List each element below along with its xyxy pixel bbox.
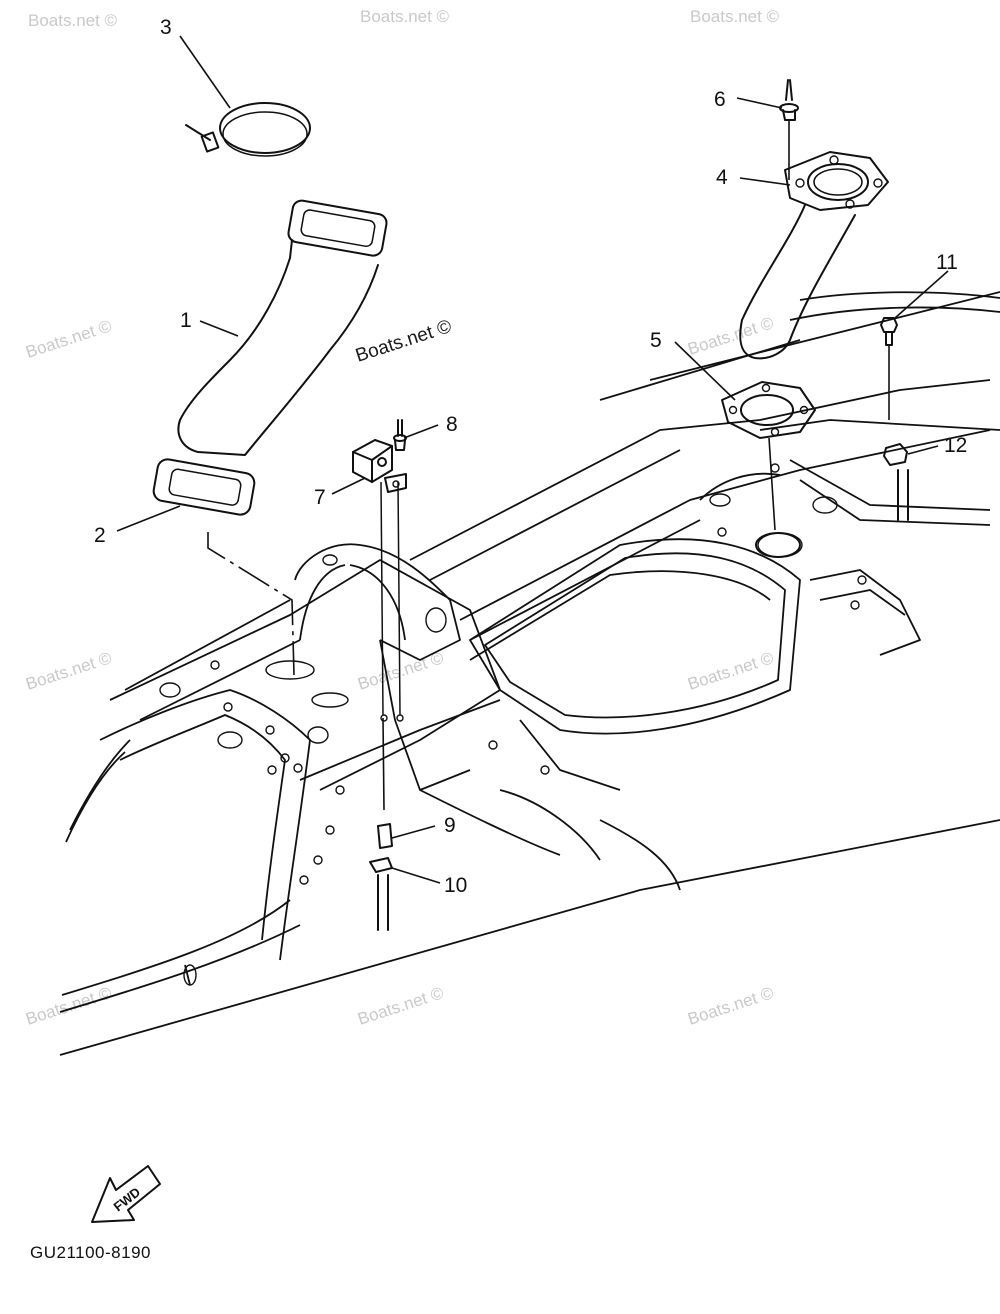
callout-1: 1 <box>180 309 192 332</box>
part-2-gasket <box>152 458 256 516</box>
callout-4: 4 <box>716 166 728 189</box>
watermark-faint: Boats.net © <box>23 983 114 1029</box>
part-9-sleeve <box>377 823 393 849</box>
callout-6: 6 <box>714 88 726 111</box>
callout-12: 12 <box>944 434 967 457</box>
watermark-faint: Boats.net © <box>23 316 114 362</box>
callout-11: 11 <box>936 251 958 274</box>
callout-2: 2 <box>94 524 106 547</box>
watermark-faint: Boats.net © <box>360 7 450 26</box>
watermark-faint: Boats.net © <box>355 983 446 1029</box>
part-5-gasket <box>721 381 816 558</box>
watermark-faint: Boats.net © <box>690 7 780 26</box>
callout-8: 8 <box>446 413 458 436</box>
callout-labels: 3 1 2 4 5 6 7 8 9 10 11 12 <box>94 16 967 897</box>
part-1-duct <box>177 199 388 456</box>
drawing-code: GU21100-8190 <box>30 1243 151 1262</box>
watermark-center: Boats.net © <box>353 316 454 367</box>
callout-10: 10 <box>444 874 467 897</box>
part-7-bracket <box>352 439 407 493</box>
callout-9: 9 <box>444 814 456 837</box>
part-12-clip <box>883 443 909 521</box>
watermark-faint: Boats.net © <box>355 648 446 694</box>
callout-3: 3 <box>160 16 172 39</box>
callout-7: 7 <box>314 486 326 509</box>
hull-deck <box>59 291 1000 1056</box>
part-8-rivet <box>393 419 407 451</box>
hose-rods <box>380 481 404 811</box>
watermark-faint: Boats.net © <box>23 648 114 694</box>
part-3-band <box>185 102 311 157</box>
callout-5: 5 <box>650 329 662 352</box>
faint-watermarks: Boats.net © Boats.net © Boats.net © Boat… <box>23 7 779 1029</box>
watermark-faint: Boats.net © <box>685 983 776 1029</box>
assembly-lines <box>207 532 295 676</box>
watermark-faint: Boats.net © <box>28 11 118 30</box>
fwd-arrow-icon: FWD <box>91 1165 161 1223</box>
part-10-clamp <box>369 857 393 931</box>
part-11-bolt <box>880 317 898 420</box>
callout-leaders <box>116 35 949 884</box>
part-4-pipe <box>739 151 889 360</box>
